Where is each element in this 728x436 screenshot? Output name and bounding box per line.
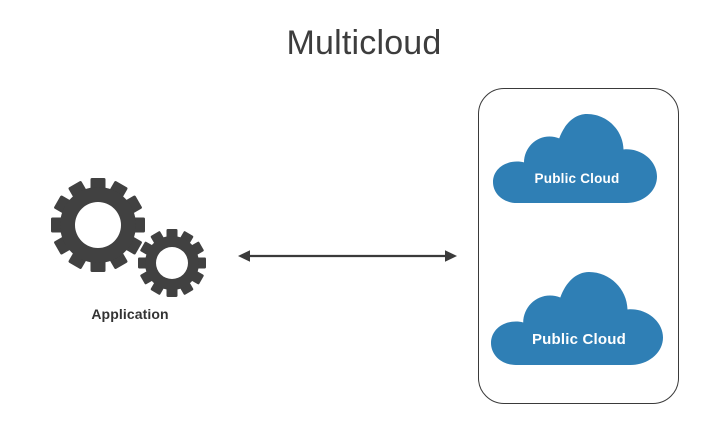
public-cloud-node-2: Public Cloud	[489, 267, 669, 371]
application-node: Application	[40, 160, 220, 335]
page-title: Multicloud	[286, 24, 442, 62]
cloud-boundary-container: Public Cloud Public Cloud	[478, 88, 679, 404]
public-cloud-node-1: Public Cloud	[491, 109, 663, 209]
application-label: Application	[91, 306, 169, 322]
cloud-icon	[491, 272, 663, 365]
gears-icon	[51, 178, 206, 297]
double-headed-arrow-icon	[238, 250, 457, 262]
cloud-icon	[493, 114, 657, 203]
